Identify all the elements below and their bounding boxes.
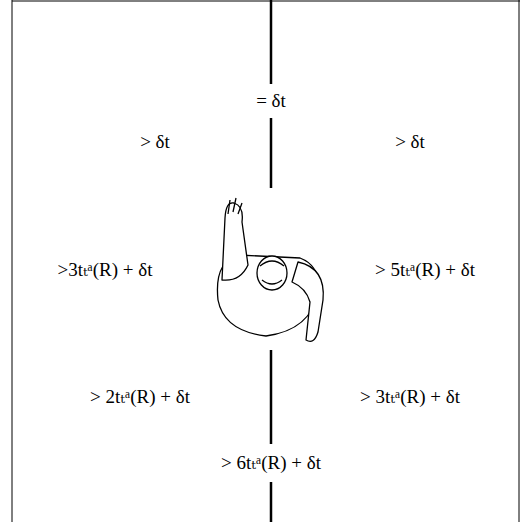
constraint-label: > 2tₜᵃ(R) + δt	[87, 385, 193, 410]
constraint-label: > δt	[137, 130, 173, 155]
constraint-label: > 6tₜᵃ(R) + δt	[218, 451, 324, 476]
constraint-label: = δt	[253, 89, 289, 114]
frame-line	[12, 0, 13, 522]
hair	[260, 261, 284, 284]
constraint-label: > 3tₜᵃ(R) + δt	[357, 385, 463, 410]
constraint-label: > 5tₜᵃ(R) + δt	[372, 258, 478, 283]
bent-arm	[292, 262, 323, 341]
frame-line	[12, 1, 520, 2]
head	[257, 256, 287, 290]
divider-line	[270, 118, 273, 188]
fingers	[228, 198, 242, 214]
constraint-label: > δt	[392, 130, 428, 155]
constraint-label: >3tₜᵃ(R) + δt	[54, 258, 155, 283]
person-figure	[217, 198, 323, 341]
frame-line	[519, 0, 520, 522]
divider-line	[270, 482, 273, 522]
raised-arm	[222, 203, 248, 280]
divider-line	[270, 350, 273, 444]
divider-line	[270, 0, 273, 84]
